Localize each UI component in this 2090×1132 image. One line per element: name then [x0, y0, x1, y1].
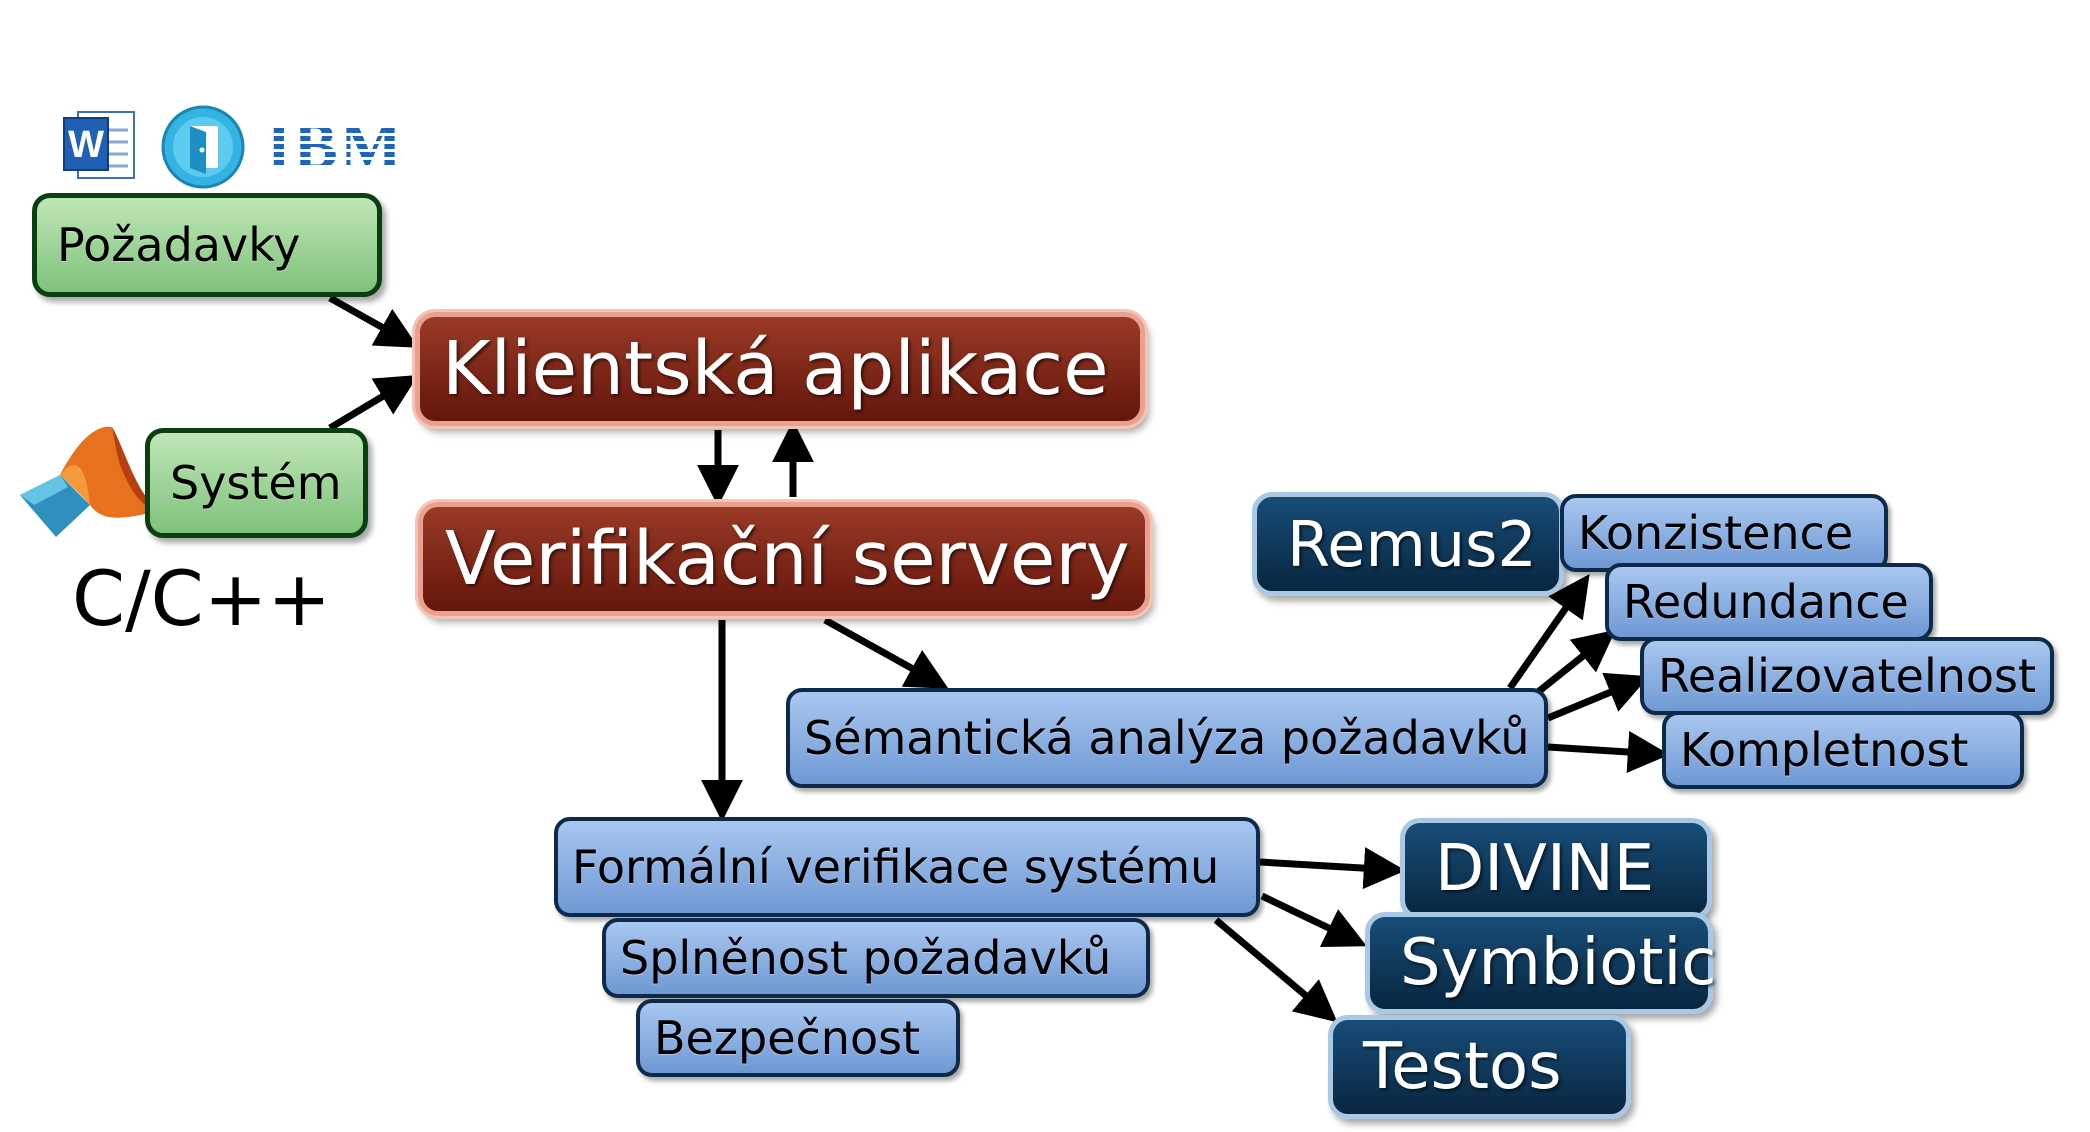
client-app-node: Klientská aplikace	[415, 312, 1145, 426]
verification-servers-label: Verifikační servery	[445, 516, 1130, 602]
arrow-formal-to-divine	[1259, 847, 1406, 890]
check-konzistence-label: Konzistence	[1578, 506, 1854, 560]
arrow-semantic-to-realizovatelnost	[1546, 672, 1650, 722]
arrow-semantic-to-kompletnost	[1547, 731, 1670, 773]
arrow-semantic-to-redundance	[1530, 629, 1616, 699]
verification-servers-node: Verifikační servery	[418, 502, 1150, 616]
doors-logo-icon	[160, 104, 246, 190]
ibm-logo-icon: IBM	[266, 110, 430, 183]
requirements-node: Požadavky	[32, 193, 382, 297]
semantic-analysis-node: Sémantická analýza požadavků	[786, 688, 1548, 788]
check-bezpecnost: Bezpečnost	[636, 999, 960, 1077]
requirements-label: Požadavky	[57, 218, 301, 272]
arrow-semantic-to-konzistence	[1507, 573, 1590, 691]
svg-text:W: W	[68, 124, 104, 166]
system-label: Systém	[170, 456, 342, 510]
remus2-label: Remus2	[1287, 507, 1537, 581]
remus2-tool-node: Remus2	[1252, 492, 1564, 596]
arrow-formal-to-testos	[1213, 917, 1338, 1023]
check-realizovatelnost-label: Realizovatelnost	[1658, 649, 2037, 703]
check-splnenost-label: Splněnost požadavků	[620, 931, 1112, 985]
matlab-logo-icon	[20, 425, 160, 545]
check-redundance: Redundance	[1605, 563, 1933, 641]
check-konzistence: Konzistence	[1560, 494, 1888, 572]
symbiotic-tool-node: Symbiotic	[1365, 912, 1717, 1014]
formal-verification-node: Formální verifikace systému	[554, 817, 1260, 917]
formal-verification-label: Formální verifikace systému	[572, 840, 1220, 894]
check-realizovatelnost: Realizovatelnost	[1640, 637, 2054, 715]
arrow-servers-to-semantic	[823, 616, 949, 689]
arrow-formal-to-symbiotic	[1260, 892, 1367, 948]
testos-label: Testos	[1363, 1030, 1562, 1104]
semantic-analysis-label: Sémantická analýza požadavků	[804, 711, 1530, 765]
svg-text:IBM: IBM	[266, 112, 404, 176]
client-app-label: Klientská aplikace	[442, 326, 1109, 412]
check-bezpecnost-label: Bezpečnost	[654, 1011, 921, 1065]
check-redundance-label: Redundance	[1623, 575, 1909, 629]
check-kompletnost-label: Kompletnost	[1680, 723, 1969, 777]
check-kompletnost: Kompletnost	[1662, 711, 2024, 789]
word-logo-icon: W	[62, 110, 138, 182]
system-language-label: C/C++	[72, 554, 332, 643]
divine-tool-node: DIVINE	[1400, 818, 1712, 920]
symbiotic-label: Symbiotic	[1400, 926, 1717, 1000]
divine-label: DIVINE	[1435, 832, 1655, 906]
arrow-requirements-to-client	[328, 294, 419, 348]
system-node: Systém	[145, 428, 368, 538]
testos-tool-node: Testos	[1328, 1015, 1631, 1119]
check-splnenost: Splněnost požadavků	[602, 918, 1150, 998]
arrow-system-to-client	[328, 374, 419, 432]
